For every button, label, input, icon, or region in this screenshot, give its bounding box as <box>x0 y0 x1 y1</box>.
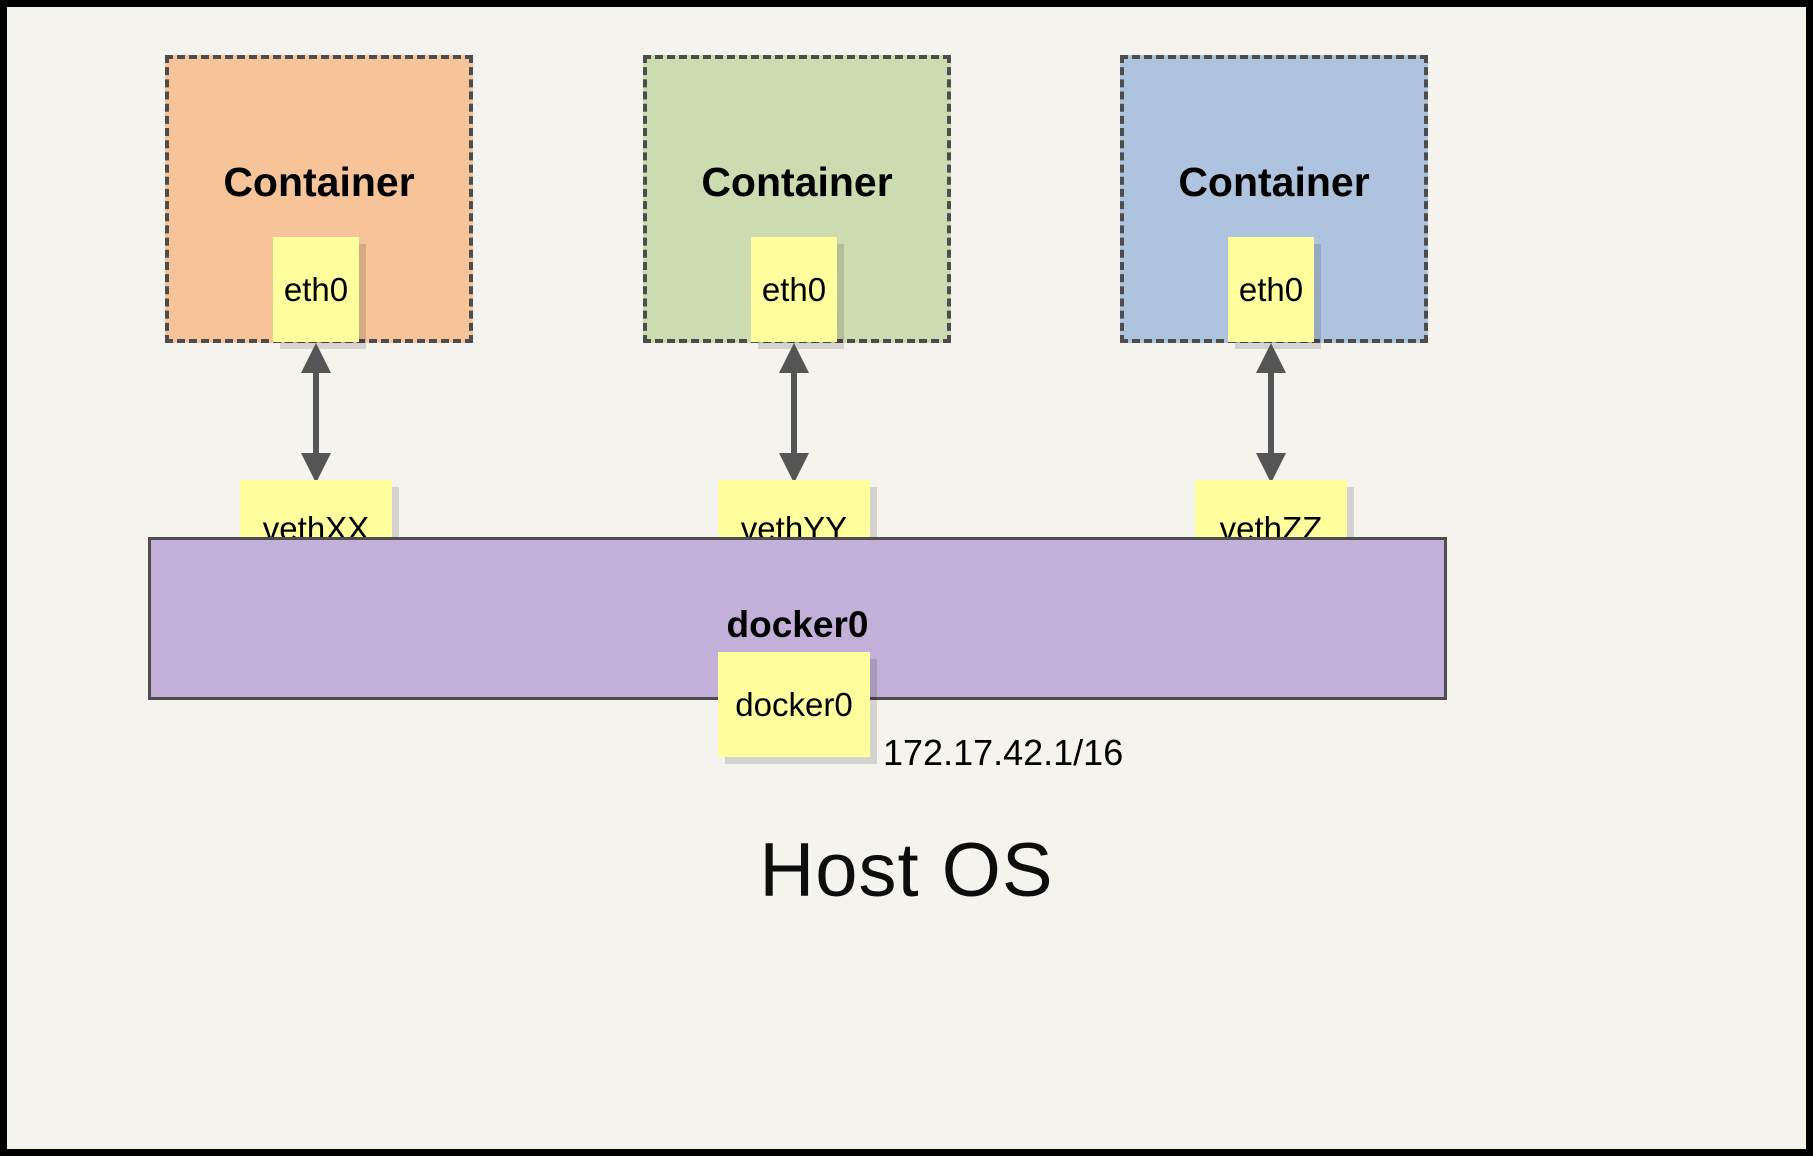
arrow-container-3-to-veth <box>1256 343 1286 483</box>
docker0-interface-box: docker0 <box>718 652 870 757</box>
arrow-container-2-to-veth <box>779 343 809 483</box>
container-3-eth0-box: eth0 <box>1228 237 1314 342</box>
docker0-interface-label: docker0 <box>735 685 853 723</box>
container-2-label: Container <box>701 159 893 205</box>
container-1-eth0-label: eth0 <box>283 270 349 308</box>
host-os-label: Host OS <box>759 828 1054 913</box>
container-3-label: Container <box>1178 159 1370 205</box>
docker0-bar-label: docker0 <box>726 604 869 645</box>
container-3-eth0-label: eth0 <box>1238 270 1304 308</box>
container-1-eth0-box: eth0 <box>273 237 359 342</box>
arrow-container-1-to-veth <box>301 343 331 483</box>
docker0-ip-label: 172.17.42.1/16 <box>883 732 1124 773</box>
container-2-eth0-label: eth0 <box>761 270 827 308</box>
container-1-label: Container <box>223 159 415 205</box>
container-2-eth0-box: eth0 <box>751 237 837 342</box>
